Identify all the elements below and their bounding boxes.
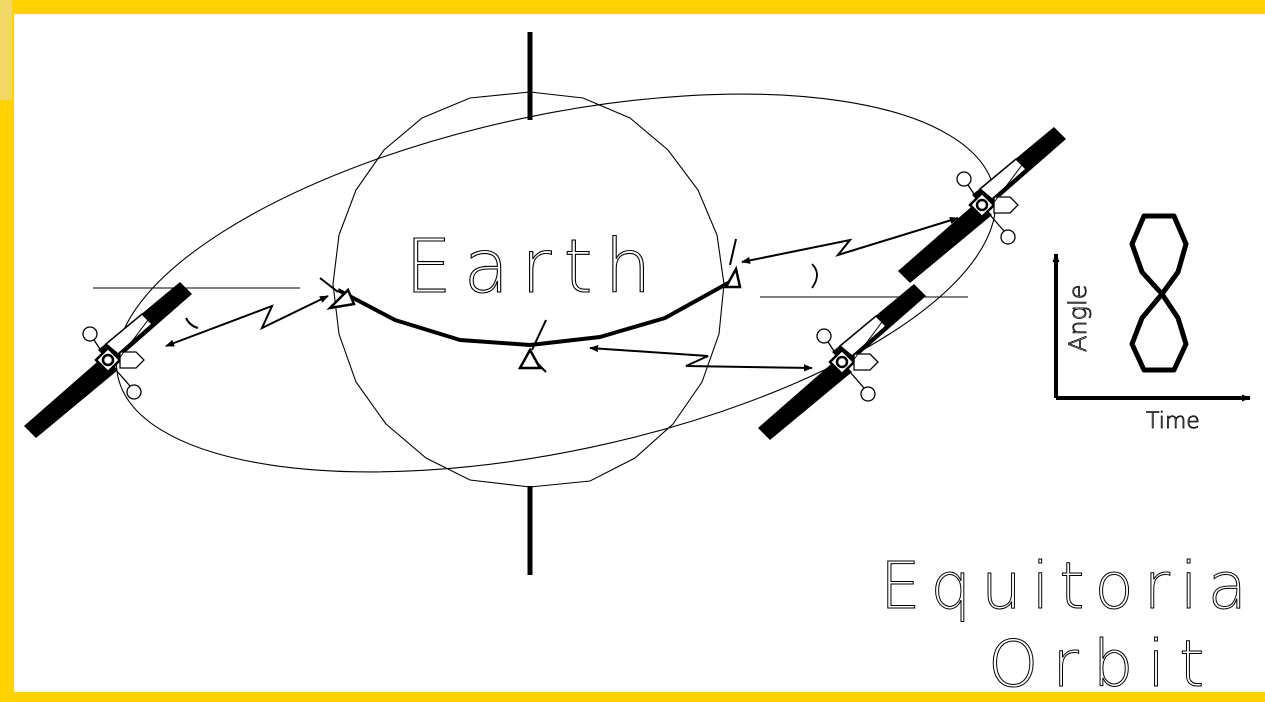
diagram-title-line2: Orbit [988,628,1218,702]
inset-x-label: Time [1146,409,1200,434]
inset-y-label: Angle [1064,285,1092,352]
diagram-title-line1: Equitoria [880,550,1257,624]
earth-label: Earth [405,224,663,310]
